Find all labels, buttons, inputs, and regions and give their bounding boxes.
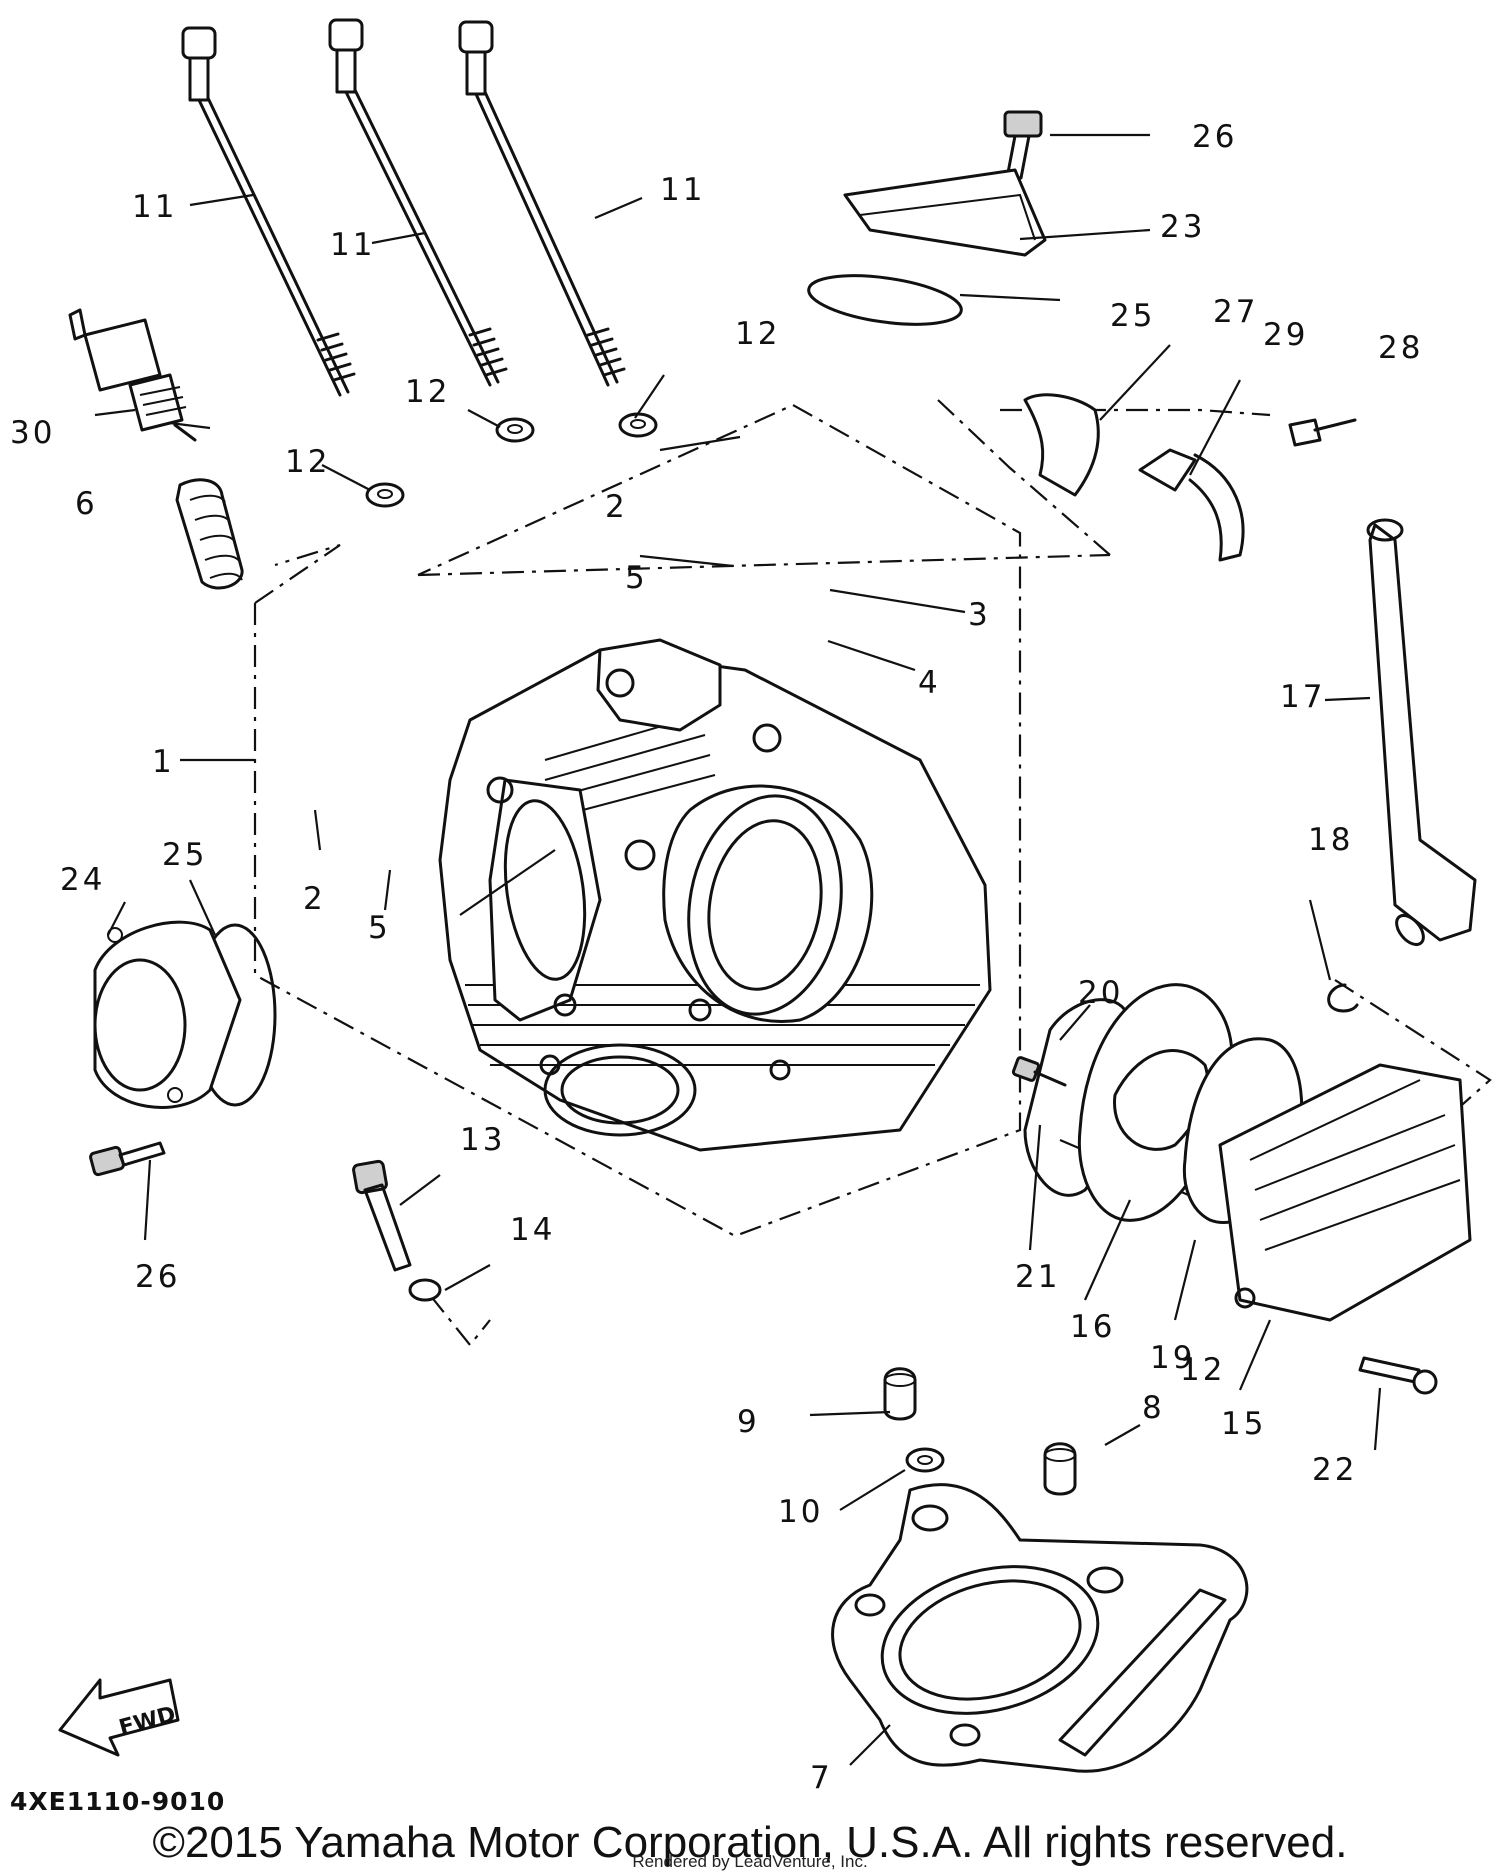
callout-label: 5 <box>368 910 391 946</box>
cam-cover-group <box>1011 983 1472 1395</box>
callout-label: 12 <box>405 374 450 410</box>
callout-label: 13 <box>460 1122 505 1158</box>
callout-label: 18 <box>1308 822 1353 858</box>
plain-washers <box>365 412 658 508</box>
stud-bolt-1 <box>181 26 356 397</box>
callout-label: 15 <box>1221 1406 1266 1442</box>
callout-label: 28 <box>1378 330 1423 366</box>
callout-label: 1 <box>152 744 175 780</box>
callout-labels: 11 11 11 12 12 12 12 26 23 25 27 29 28 3… <box>10 119 1423 1816</box>
cover-top <box>807 110 1047 326</box>
stud-bolt-2 <box>328 18 508 387</box>
callout-label: 5 <box>625 560 648 596</box>
callout-label: 10 <box>778 1494 823 1530</box>
callout-label: 22 <box>1312 1452 1357 1488</box>
callout-label: 2 <box>303 881 326 917</box>
callout-label: 29 <box>1263 317 1308 353</box>
callout-label: 7 <box>810 1760 833 1796</box>
callout-label: 17 <box>1280 679 1325 715</box>
callout-label: 11 <box>330 227 375 263</box>
drawing-code: 4XE1110-9010 <box>10 1787 225 1816</box>
callout-label: 19 <box>1150 1340 1195 1376</box>
cylinder-stud-bolts <box>181 18 626 397</box>
callout-label: 12 <box>285 444 330 480</box>
callout-label: 20 <box>1078 975 1123 1011</box>
leader-lines <box>94 133 1382 1766</box>
callout-label: 8 <box>1142 1390 1165 1426</box>
callout-label: 25 <box>162 837 207 873</box>
dowel-pins <box>883 1367 1077 1496</box>
callout-label: 4 <box>918 665 941 701</box>
callout-label: 21 <box>1015 1259 1060 1295</box>
callout-label: 12 <box>1180 1352 1225 1388</box>
callout-label: 12 <box>735 316 780 352</box>
flange-bolt-and-washer <box>352 1159 442 1302</box>
callout-label: 26 <box>1192 119 1237 155</box>
spark-plug <box>68 308 197 442</box>
callout-label: 3 <box>968 597 991 633</box>
callout-label: 23 <box>1160 209 1205 245</box>
breather-pipe <box>1366 518 1477 947</box>
callout-label: 9 <box>737 1404 760 1440</box>
stud-bolt-3 <box>458 20 626 387</box>
rendered-by-notice: Rendered by LeadVenture, Inc. <box>632 1852 868 1871</box>
cylinder-head <box>438 638 992 1152</box>
callout-label: 27 <box>1213 294 1258 330</box>
callout-label: 24 <box>60 862 105 898</box>
callout-label: 25 <box>1110 298 1155 334</box>
callout-label: 11 <box>132 189 177 225</box>
fwd-arrow-icon <box>58 1678 180 1757</box>
callout-label: 6 <box>75 486 98 522</box>
copyright-notice: ©2015 Yamaha Motor Corporation, U.S.A. A… <box>152 1818 1348 1867</box>
cylinder-head-gasket <box>831 1483 1249 1773</box>
callout-label: 16 <box>1070 1309 1115 1345</box>
valve-spring <box>175 478 244 590</box>
hose-clip <box>1327 983 1359 1013</box>
callout-label: 14 <box>510 1212 555 1248</box>
callout-label: 11 <box>660 172 705 208</box>
callout-label: 26 <box>135 1259 180 1295</box>
callout-label: 30 <box>10 415 55 451</box>
callout-label: 2 <box>605 489 628 525</box>
breather-parts <box>1023 393 1357 562</box>
cover-left <box>89 920 277 1177</box>
